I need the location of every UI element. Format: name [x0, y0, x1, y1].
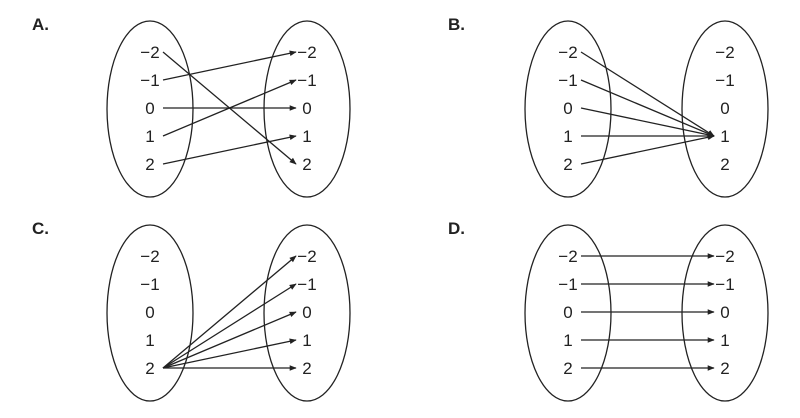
domain-ellipse	[524, 20, 612, 198]
panel-d: D. −2 −1 0 1 2 −2 −1 0 1 2	[448, 219, 769, 402]
range-ellipse	[263, 20, 351, 198]
range-value: −1	[715, 275, 734, 294]
range-value: 2	[720, 155, 729, 174]
domain-value: 0	[145, 303, 154, 322]
domain-value: 1	[145, 331, 154, 350]
mapping-arrow	[162, 134, 297, 165]
domain-value: −2	[140, 247, 159, 266]
domain-ellipse	[106, 20, 194, 198]
domain-value: 1	[145, 127, 154, 146]
range-ellipse	[681, 224, 769, 402]
domain-value: 2	[563, 359, 572, 378]
range-value: −2	[297, 247, 316, 266]
range-value: 1	[302, 127, 311, 146]
range-value: −1	[297, 71, 316, 90]
mapping-arrow	[162, 50, 297, 81]
mapping-arrow	[162, 311, 297, 369]
panel-a: A. −2 −1 0 1 2 −2 −1 0 1 2	[32, 15, 351, 198]
range-ellipse	[263, 224, 351, 402]
domain-value: 0	[145, 99, 154, 118]
range-value: −1	[297, 275, 316, 294]
option-label: B.	[448, 15, 465, 34]
range-value: 1	[302, 331, 311, 350]
domain-value: −2	[558, 247, 577, 266]
mapping-arrow	[162, 283, 297, 369]
option-label: C.	[32, 219, 49, 238]
mapping-arrow	[580, 79, 715, 137]
range-value: −2	[715, 43, 734, 62]
range-value: −2	[297, 43, 316, 62]
domain-value: 1	[563, 331, 572, 350]
domain-value: −1	[558, 71, 577, 90]
domain-ellipse	[524, 224, 612, 402]
domain-value: −2	[140, 43, 159, 62]
domain-value: −2	[558, 43, 577, 62]
range-value: 0	[302, 303, 311, 322]
mapping-arrow	[162, 255, 297, 369]
option-label: A.	[32, 15, 49, 34]
panel-b: B. −2 −1 0 1 2 −2 −1 0 1 2	[448, 15, 769, 198]
domain-value: 2	[563, 155, 572, 174]
mapping-arrow	[580, 134, 715, 165]
range-value: 1	[720, 127, 729, 146]
range-ellipse	[681, 20, 769, 198]
range-value: 2	[720, 359, 729, 378]
mapping-arrow	[580, 51, 715, 137]
range-value: −1	[715, 71, 734, 90]
range-value: −2	[715, 247, 734, 266]
range-value: 1	[720, 331, 729, 350]
panel-c: C. −2 −1 0 1 2 −2 −1 0 1 2	[32, 219, 351, 402]
option-label: D.	[448, 219, 465, 238]
range-value: 0	[720, 303, 729, 322]
domain-value: −1	[558, 275, 577, 294]
domain-value: 2	[145, 359, 154, 378]
range-value: 2	[302, 155, 311, 174]
mapping-arrow	[580, 107, 715, 138]
range-value: 0	[302, 99, 311, 118]
range-value: 0	[720, 99, 729, 118]
mapping-arrow	[162, 79, 297, 137]
domain-value: 1	[563, 127, 572, 146]
range-value: 2	[302, 359, 311, 378]
domain-value: 0	[563, 99, 572, 118]
domain-value: −1	[140, 275, 159, 294]
domain-value: −1	[140, 71, 159, 90]
domain-ellipse	[106, 224, 194, 402]
domain-value: 2	[145, 155, 154, 174]
domain-value: 0	[563, 303, 572, 322]
mapping-arrow	[162, 338, 297, 369]
